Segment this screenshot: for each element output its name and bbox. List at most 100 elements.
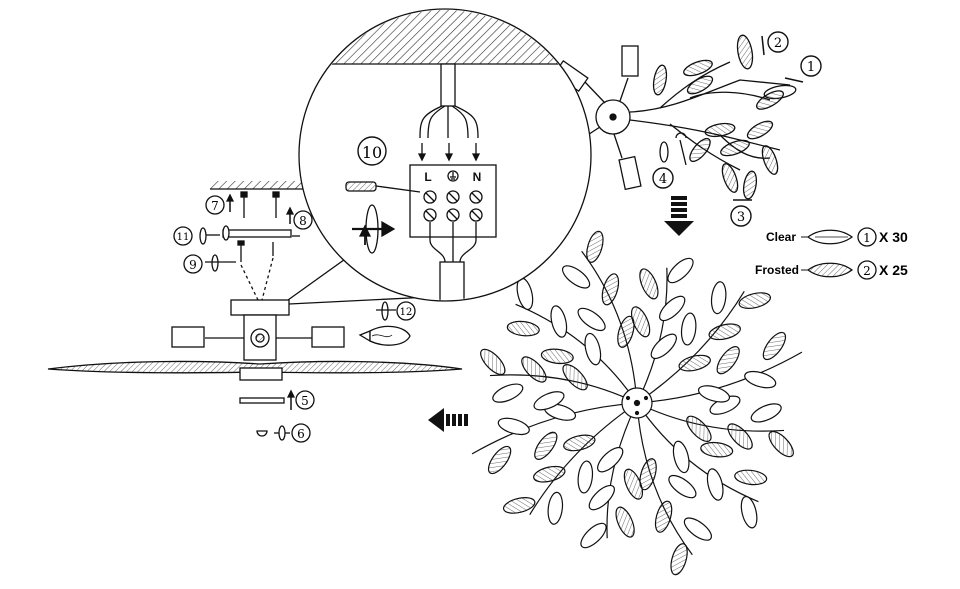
legend-clear-qty: X 30: [879, 229, 908, 245]
leaf: [562, 364, 588, 391]
rod-part: [239, 397, 285, 404]
svg-text:12: 12: [400, 307, 413, 318]
leaf: [678, 354, 711, 372]
branch: [606, 402, 638, 539]
leaf-attachment-detail: [549, 34, 804, 200]
leaf: [708, 323, 741, 341]
svg-text:6: 6: [297, 427, 305, 441]
mounting-side-view: [47, 181, 463, 441]
leaf: [768, 430, 794, 458]
leaf: [706, 468, 724, 501]
leaf: [584, 332, 602, 366]
leaf: [577, 460, 594, 494]
branch: [636, 351, 803, 404]
leaf: [534, 431, 558, 460]
branch: [636, 402, 693, 556]
leaf: [630, 306, 651, 338]
leaf: [738, 292, 772, 309]
socket-right: [311, 326, 345, 348]
leaf: [550, 305, 568, 338]
bulb-base: [358, 330, 371, 343]
leaf: [561, 265, 591, 289]
svg-text:7: 7: [211, 199, 219, 213]
leaf: [762, 331, 787, 361]
legend-clear-label: Clear: [766, 230, 796, 244]
leaf: [506, 320, 540, 337]
leaf: [580, 522, 607, 549]
terminal-live-label: L: [424, 170, 431, 184]
leaf: [533, 391, 565, 411]
legend: Clear 1 X 30 Frosted 2 X 25: [755, 227, 908, 280]
leaf: [668, 474, 697, 499]
leaf: [744, 370, 777, 389]
down-arrow-icon: [664, 196, 694, 236]
legend-frosted-qty: X 25: [879, 262, 908, 278]
svg-text:1: 1: [863, 231, 871, 245]
leaf: [686, 415, 712, 442]
svg-text:8: 8: [299, 214, 307, 228]
svg-text:5: 5: [301, 394, 309, 408]
ground-icon: [447, 170, 459, 182]
leaf-canopy-side: [47, 360, 463, 374]
leaf: [617, 315, 635, 348]
leaf: [639, 268, 659, 300]
leaf: [654, 500, 673, 533]
rotate-icon: [199, 227, 207, 245]
screwdriver-icon: [345, 181, 377, 192]
step-badge-11: 11: [173, 226, 193, 246]
assembled-fixture-top-view: [471, 230, 803, 576]
leaf: [502, 497, 536, 514]
branch: [471, 402, 638, 455]
leaf: [497, 417, 530, 436]
leaf: [623, 468, 644, 500]
wiring-detail: L N: [287, 8, 592, 305]
svg-text:4: 4: [659, 172, 667, 187]
leaf-group: [652, 34, 797, 200]
step-badge-9: 9: [183, 254, 203, 274]
branch: [529, 402, 638, 516]
svg-text:11: 11: [177, 232, 190, 243]
leaf: [577, 307, 606, 332]
leaf: [716, 346, 740, 375]
step-badge-10: 10: [357, 136, 387, 166]
leaf: [540, 348, 574, 365]
leaf: [700, 441, 734, 458]
canopy: [230, 299, 290, 316]
branch: [636, 290, 745, 404]
left-arrow-icon: [428, 408, 468, 432]
leaf: [667, 257, 694, 284]
step-badge-2: 2: [767, 31, 789, 53]
leaf: [710, 281, 727, 315]
step-badge-6: 6: [291, 423, 311, 443]
svg-text:9: 9: [189, 258, 197, 272]
socket-left: [171, 326, 205, 348]
branch: [515, 303, 638, 404]
ceiling: [210, 181, 318, 189]
leaf: [670, 543, 688, 576]
leaf: [727, 423, 753, 450]
leaf: [659, 295, 686, 322]
end-cap: [256, 430, 268, 437]
svg-text:2: 2: [863, 264, 871, 278]
leaf: [650, 333, 677, 360]
step-badge-12: 12: [396, 301, 416, 321]
wrench-icon: [675, 132, 687, 166]
leaf: [597, 446, 624, 473]
socket: [618, 155, 642, 191]
step-badge-3: 3: [730, 199, 752, 227]
branch: [581, 250, 638, 404]
leaf: [547, 491, 564, 525]
svg-text:2: 2: [774, 36, 782, 51]
leaf: [521, 356, 547, 383]
branch: [636, 267, 668, 404]
leaf: [639, 458, 657, 491]
leaf: [734, 469, 768, 486]
rotate-icon: [659, 141, 669, 163]
terminal-neutral-label: N: [473, 170, 482, 184]
svg-text:10: 10: [362, 143, 382, 162]
leaf: [672, 440, 690, 474]
svg-text:3: 3: [737, 210, 745, 225]
svg-text:1: 1: [807, 60, 815, 75]
socket: [621, 45, 639, 77]
